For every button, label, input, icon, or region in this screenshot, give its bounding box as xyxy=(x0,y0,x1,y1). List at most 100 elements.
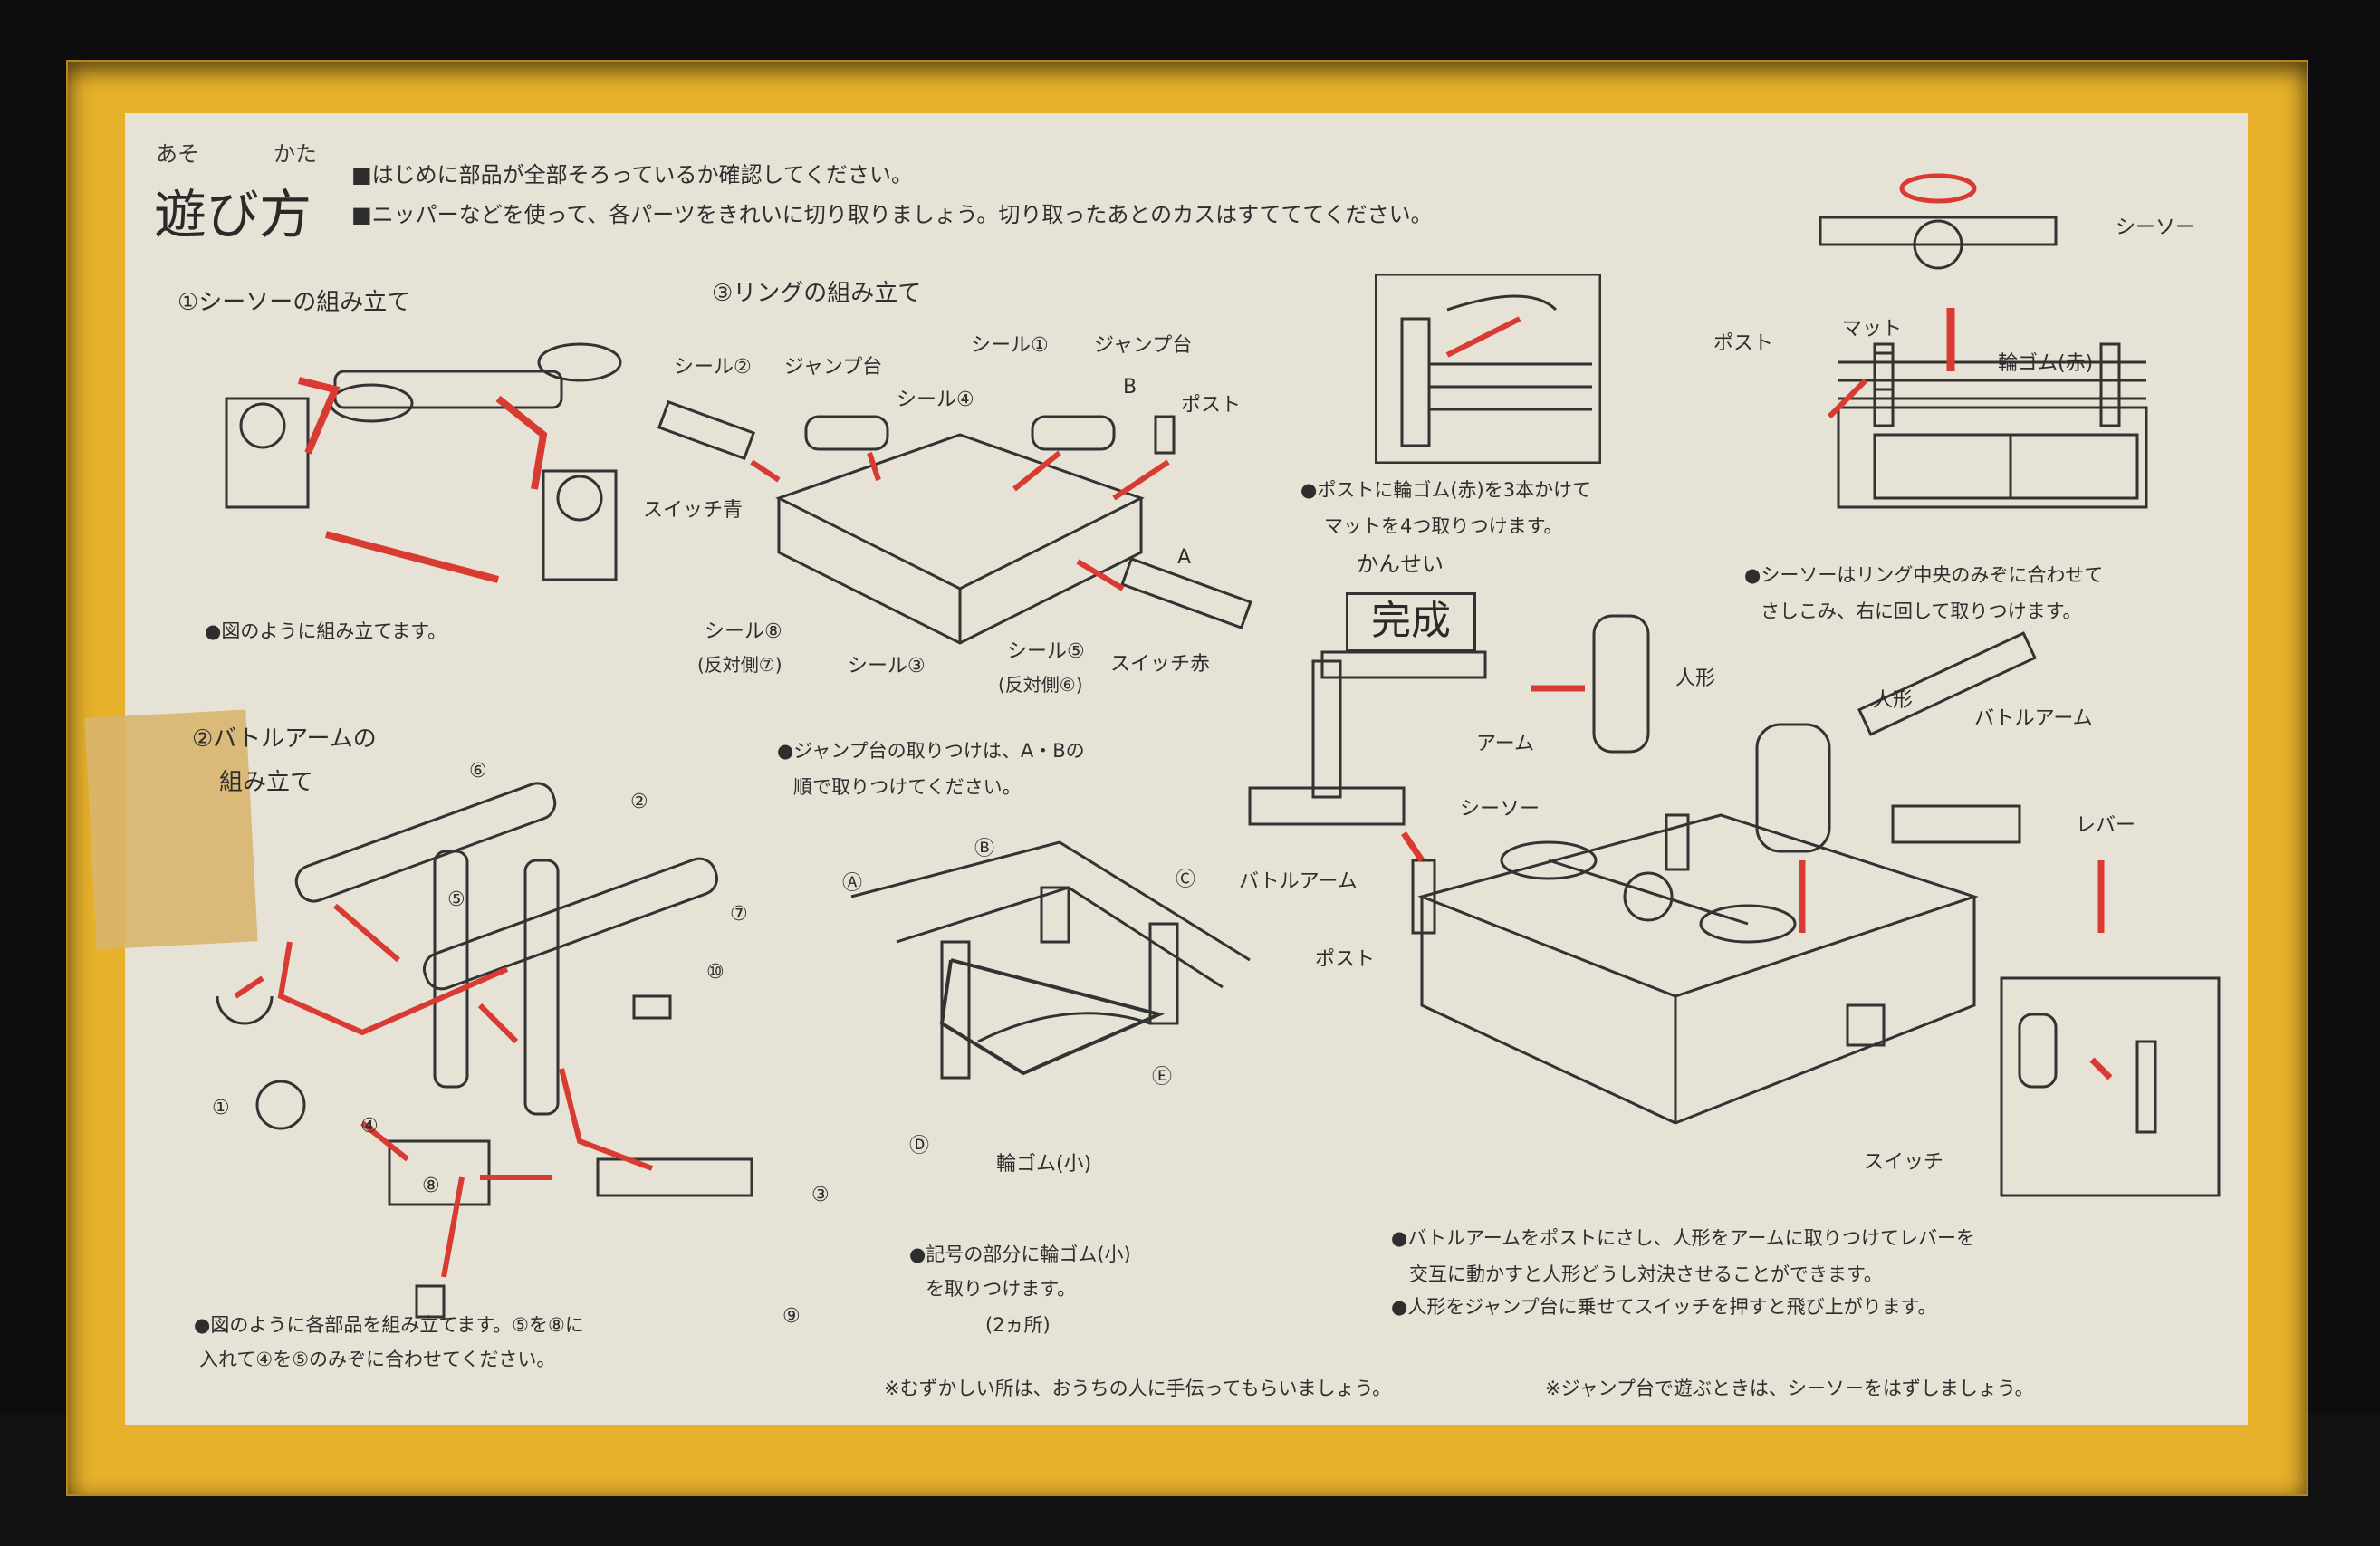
part-number-5: ⑤ xyxy=(447,888,465,911)
assembly-arrow xyxy=(477,1003,519,1044)
part-number-9: ⑨ xyxy=(782,1305,801,1328)
battle-arm-assembly-diagram xyxy=(216,782,753,1319)
step3-note-line2: 順で取りつけてください。 xyxy=(793,776,1022,798)
step2-heading-line1: ②バトルアームの xyxy=(192,725,377,753)
assembly-arrow xyxy=(298,377,341,455)
arm-part-10 xyxy=(632,994,672,1020)
seesaw-install-diagram xyxy=(1819,173,2148,509)
intro-line-1: ■はじめに部品が全部そろっているか確認してください。 xyxy=(351,162,914,187)
part-number-10: ⑩ xyxy=(706,961,725,984)
marker-b: Ⓑ xyxy=(974,838,995,860)
step2-heading-line2: 組み立て xyxy=(219,769,314,796)
label-seesaw-complete: シーソー xyxy=(1460,798,1540,821)
rubber-note-line2: を取りつけます。 xyxy=(926,1278,1077,1300)
assembly-arrow xyxy=(1076,559,1125,591)
jump-post xyxy=(940,940,971,1080)
label-arm: アーム xyxy=(1476,733,1535,755)
center-post xyxy=(1040,886,1070,944)
seesaw-cup-right xyxy=(1699,904,1797,944)
rubber-band-red xyxy=(1446,294,1558,312)
instruction-sheet xyxy=(125,113,2248,1425)
step1-heading: ①シーソーの組み立て xyxy=(178,289,411,316)
assembly-arrow xyxy=(495,395,548,490)
part-number-4: ④ xyxy=(360,1115,379,1138)
battle-arm-left-base xyxy=(1248,786,1406,826)
play-note-1: ●バトルアームをポストにさし、人形をアームに取りつけてレバーを xyxy=(1391,1227,1975,1249)
arm-part-9 xyxy=(415,1284,446,1319)
assembly-arrow xyxy=(441,1176,465,1278)
label-seal-8-sub: (反対側⑦) xyxy=(697,654,782,676)
arm-part-5 xyxy=(433,850,469,1089)
label-post-complete: ポスト xyxy=(1315,948,1376,971)
jump-inset-frame xyxy=(2000,976,2221,1197)
label-switch-blue: スイッチ青 xyxy=(643,499,744,522)
seesaw-base-part xyxy=(225,397,310,509)
part-number-2: ② xyxy=(630,791,648,813)
arm-part-6 xyxy=(294,782,557,903)
switch-blue-part xyxy=(657,399,756,461)
label-seal-3: シール③ xyxy=(848,655,926,677)
label-post: ポスト xyxy=(1181,394,1242,417)
label-rubber-small: 輪ゴム(小) xyxy=(996,1153,1092,1176)
seesaw-cup-right xyxy=(537,342,622,382)
assembly-arrow xyxy=(324,531,500,583)
label-jump-right: ジャンプ台 xyxy=(1094,334,1193,357)
intro-line-2: ■ニッパーなどを使って、各パーツをきれいに切り取りましょう。切り取ったあとのカス… xyxy=(351,202,1433,227)
post-part xyxy=(1154,415,1176,455)
assembly-arrow xyxy=(1445,316,1521,358)
ring-post-center xyxy=(1665,813,1690,871)
arm-part-4 xyxy=(255,1080,306,1130)
marker-c: Ⓒ xyxy=(1176,869,1196,891)
part-number-3: ③ xyxy=(811,1184,830,1206)
doll-figure xyxy=(1592,614,1650,754)
label-battle-arm-right: バトルアーム xyxy=(1974,707,2093,730)
battle-arm-right xyxy=(1857,631,2037,736)
label-seal-5-sub: (反対側⑥) xyxy=(998,674,1083,696)
inset-frame xyxy=(1375,274,1601,464)
gear-part xyxy=(239,402,286,449)
post-rubber-inset xyxy=(1375,274,1601,464)
battle-arm-left xyxy=(1311,659,1342,799)
label-seesaw: シーソー xyxy=(2116,216,2196,239)
mat-piece xyxy=(1873,351,1895,391)
label-seal-5: シール⑤ xyxy=(1007,640,1085,663)
arm-part-7 xyxy=(422,857,719,991)
ring-platform xyxy=(1837,406,2148,509)
assembly-arrow xyxy=(360,1120,409,1162)
title-ruby-asobi: あそ xyxy=(156,141,199,167)
complete-ruby: かんせい xyxy=(1357,552,1444,577)
marker-d: Ⓓ xyxy=(909,1135,930,1157)
assembly-arrow xyxy=(333,903,400,963)
seesaw-stand-part xyxy=(542,469,618,581)
seesaw-assembly-diagram xyxy=(225,342,622,583)
label-doll: 人形 xyxy=(1873,689,1914,712)
page-title: 遊び方 xyxy=(154,184,312,245)
seesaw-gear xyxy=(1623,871,1674,922)
label-seal-1: シール① xyxy=(971,334,1049,357)
label-mat: マット xyxy=(1842,318,1903,341)
assembly-line xyxy=(277,941,509,1036)
step2-note-line2: 入れて④を⑤のみぞに合わせてください。 xyxy=(199,1349,556,1370)
assembly-arrow xyxy=(750,459,781,483)
marker-a: Ⓐ xyxy=(842,872,863,895)
ring-corner-outline xyxy=(896,886,1224,989)
step3-heading: ③リングの組み立て xyxy=(712,280,922,307)
seesaw-gear xyxy=(1913,219,1963,270)
label-lever: レバー xyxy=(2076,814,2136,837)
label-b: B xyxy=(1123,376,1137,399)
label-switch-red: スイッチ赤 xyxy=(1110,653,1211,676)
seesaw-beam-part xyxy=(333,370,563,409)
ring-side-panel xyxy=(2009,433,2139,500)
arm-part-3 xyxy=(596,1157,753,1197)
label-battle-arm: バトルアーム xyxy=(1239,870,1358,893)
label-seal-2: シール② xyxy=(674,356,752,379)
assembly-line xyxy=(234,975,264,999)
attach-arrow xyxy=(1401,831,1425,862)
step1-note: ●図のように組み立てます。 xyxy=(205,620,447,642)
mat-arrow xyxy=(1827,378,1868,419)
post-setup-note-line1: ●ポストに輪ゴム(赤)を3本かけて xyxy=(1300,479,1592,501)
seesaw-beam xyxy=(1819,216,2058,246)
arm-part-1 xyxy=(216,995,274,1025)
arm-part-2 xyxy=(523,859,560,1116)
label-seal-4: シール④ xyxy=(897,389,974,411)
